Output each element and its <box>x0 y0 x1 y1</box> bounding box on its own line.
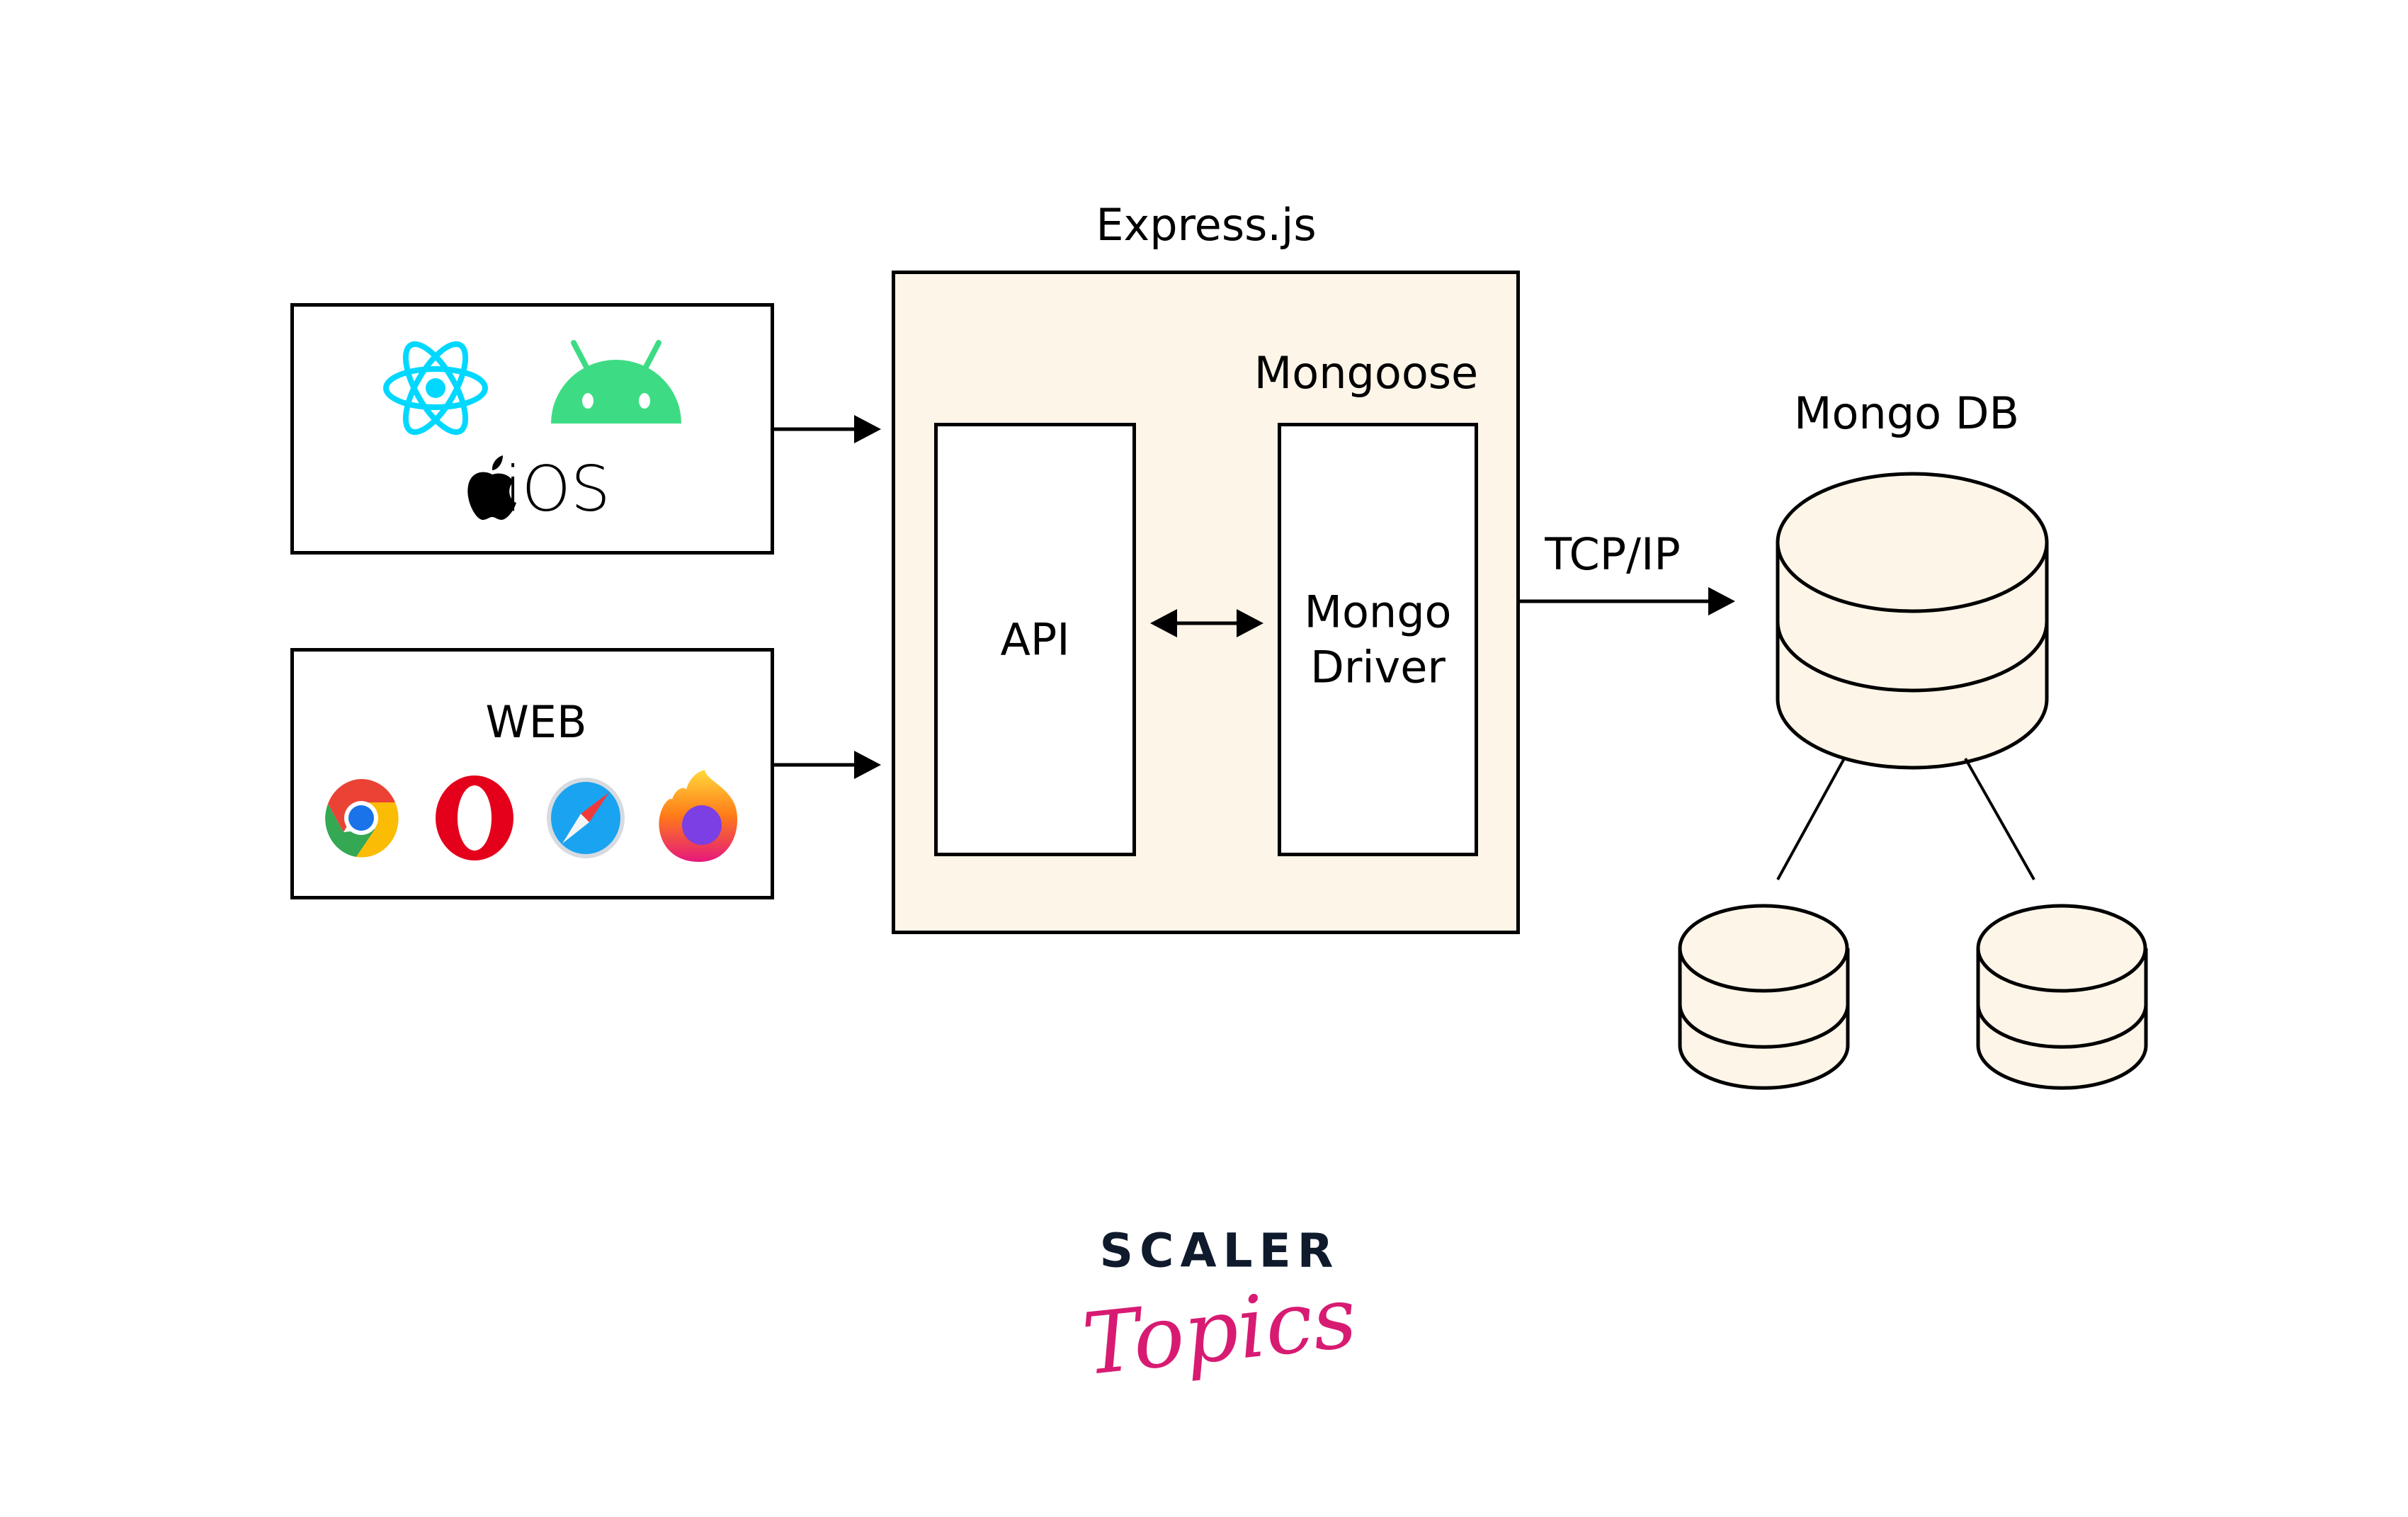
scaler-logo-text: SCALER <box>1099 1223 1340 1278</box>
mobile-clients-box: iOS <box>290 303 774 555</box>
replica-link-right <box>1964 758 2035 880</box>
tcp-ip-arrow <box>1520 587 1735 615</box>
ios-label: iOS <box>504 453 610 525</box>
opera-icon <box>436 775 513 860</box>
mongo-db-label: Mongo DB <box>1794 387 2019 439</box>
chrome-icon <box>325 778 399 858</box>
tcp-ip-label: TCP/IP <box>1545 528 1681 580</box>
mongo-driver-box: Mongo Driver <box>1278 423 1478 856</box>
mongo-driver-label: Mongo Driver <box>1304 586 1452 693</box>
mobile-to-express-arrow <box>774 415 881 443</box>
api-label: API <box>1000 613 1070 666</box>
primary-database-icon <box>1776 472 2049 770</box>
replica-database-icon-left <box>1678 904 1850 1090</box>
mongoose-label: Mongoose <box>1254 347 1479 399</box>
replica-database-icon-right <box>1976 904 2148 1090</box>
replica-link-left <box>1776 758 1846 880</box>
api-box: API <box>934 423 1136 856</box>
api-driver-double-arrow <box>1150 609 1263 637</box>
web-to-express-arrow <box>774 751 881 779</box>
android-icon <box>551 340 681 424</box>
express-title: Express.js <box>1096 199 1317 251</box>
firefox-icon <box>659 770 738 862</box>
safari-icon <box>547 778 625 858</box>
react-icon <box>383 341 488 436</box>
web-label: WEB <box>485 696 587 748</box>
apple-icon <box>467 455 516 521</box>
web-clients-box: WEB <box>290 648 774 899</box>
